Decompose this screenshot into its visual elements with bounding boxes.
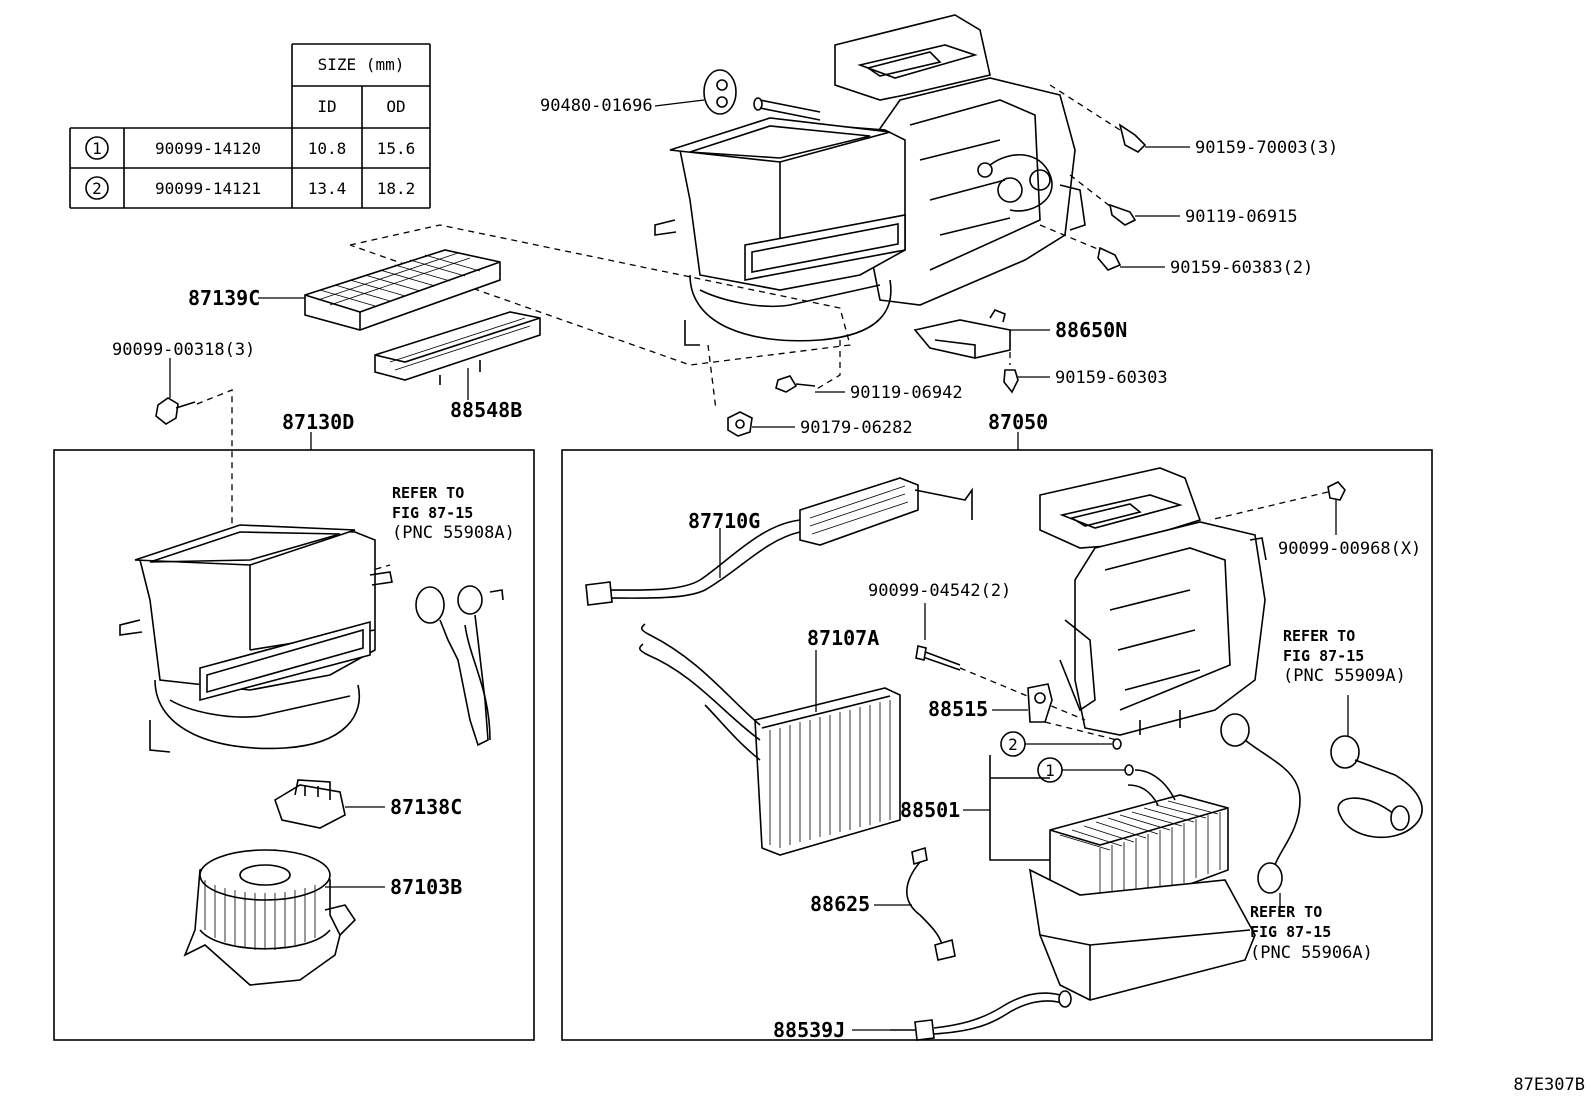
nut-90179-06282 [727,411,795,437]
label-87138c: 87138C [390,795,462,819]
blower-housing-drawing [119,524,393,753]
group-87130d-box [53,449,535,1041]
note-refer-bottom: REFER TO FIG 87-15 (PNC 55906A) [1250,903,1373,963]
label-88548b: 88548B [450,398,522,422]
note-refer-left: REFER TO FIG 87-15 (PNC 55908A) [392,484,515,543]
figure-id: 87E307B [1513,1075,1585,1095]
note-left-line3: (PNC 55908A) [392,523,515,543]
note-left-line1: REFER TO [392,484,464,502]
group-87050-box [561,449,1433,1041]
part-88548b-drawing [374,311,541,400]
label-87050: 87050 [988,410,1048,434]
bolt-90119-06942 [775,375,845,393]
nut-90159-60383 [1097,246,1165,271]
label-90119-06915: 90119-06915 [1185,207,1298,227]
note-bottom-line3: (PNC 55906A) [1250,943,1373,963]
bolt-90119-06915 [1108,203,1180,226]
sensor-88625-drawing [874,846,956,961]
screw-90159-60303 [1003,369,1050,394]
bolt-90099-00318 [155,358,196,425]
note-right-line1: REFER TO [1283,627,1355,645]
label-87103b: 87103B [390,875,462,899]
label-87130d: 87130D [282,410,354,434]
note-right-line3: (PNC 55909A) [1283,666,1406,686]
row2-mark: 2 [92,179,102,198]
label-mark-1: 1 [1045,761,1055,780]
note-bottom-line2: FIG 87-15 [1250,923,1331,941]
row1-od: 15.6 [377,139,416,158]
id-header: ID [317,97,336,116]
row2-part: 90099-14121 [155,179,261,198]
heater-housing-right-drawing [1039,467,1267,736]
label-87710g: 87710G [688,509,760,533]
servo-motor-left-drawing [415,585,504,747]
row1-part: 90099-14120 [155,139,261,158]
note-right-line2: FIG 87-15 [1283,647,1364,665]
note-bottom-line1: REFER TO [1250,903,1322,921]
note-refer-right: REFER TO FIG 87-15 (PNC 55909A) [1283,627,1406,686]
label-88625: 88625 [810,892,870,916]
label-90159-60303: 90159-60303 [1055,368,1168,388]
top-heater-assembly-drawing [654,14,1086,346]
label-88501: 88501 [900,798,960,822]
resistor-87138c-drawing [274,779,385,829]
size-header: SIZE (mm) [318,55,405,74]
bolt-90099-04542 [915,603,1086,721]
row1-mark: 1 [92,139,102,158]
valve-88515-drawing [992,683,1053,723]
label-90159-60383: 90159-60383(2) [1170,258,1313,278]
blower-motor-87103b-drawing [183,849,385,986]
servo-motors-right-drawing [1220,695,1423,915]
label-87107a: 87107A [807,626,879,650]
o-ring-callouts [1000,721,1134,783]
label-88515: 88515 [928,697,988,721]
thermistor-88539j-drawing [852,990,1072,1041]
note-left-line2: FIG 87-15 [392,504,473,522]
size-table: SIZE (mm) ID OD 1 2 90099-14120 90099-14… [69,43,431,209]
label-90099-04542: 90099-04542(2) [868,581,1011,601]
row2-id: 13.4 [308,179,347,198]
evaporator-88501-drawing [963,755,1256,1001]
pipe-87710g-drawing [585,477,973,606]
label-88650n: 88650N [1055,318,1127,342]
bolt-90099-00968 [1209,481,1346,535]
label-90179-06282: 90179-06282 [800,418,913,438]
label-90119-06942: 90119-06942 [850,383,963,403]
label-88539j: 88539J [773,1018,845,1042]
heater-core-87107a-drawing [638,623,901,856]
od-header: OD [386,97,405,116]
row2-od: 18.2 [377,179,416,198]
label-87139c: 87139C [188,286,260,310]
label-90480-01696: 90480-01696 [540,96,653,116]
bolt-90159-70003 [1118,123,1190,153]
label-mark-2: 2 [1008,735,1018,754]
filter-87139c-drawing [258,249,501,331]
label-90159-70003: 90159-70003(3) [1195,138,1338,158]
label-90099-00318: 90099-00318(3) [112,340,255,360]
label-90099-00968: 90099-00968(X) [1278,539,1421,559]
part-88650n-drawing [913,309,1050,359]
row1-id: 10.8 [308,139,347,158]
